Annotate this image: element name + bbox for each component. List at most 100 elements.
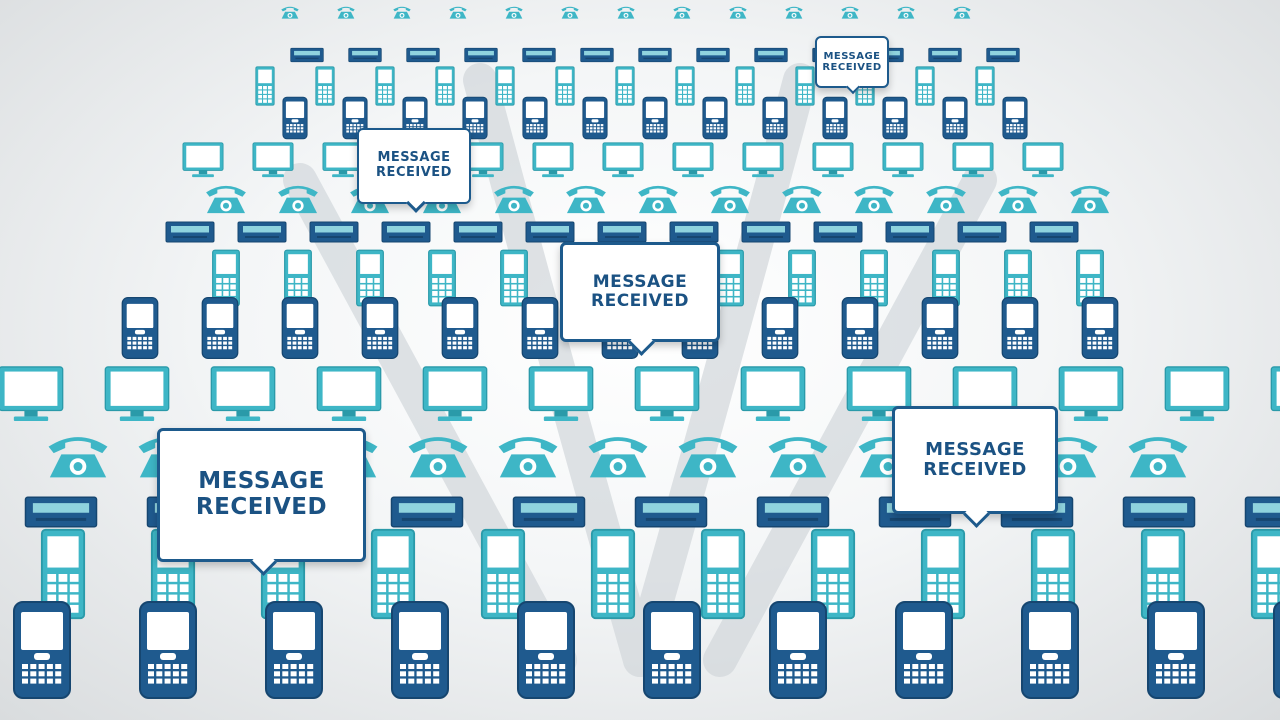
pager-icon xyxy=(579,47,614,63)
telephone-icon xyxy=(784,5,804,19)
message-line-2: RECEIVED xyxy=(195,494,328,520)
monitor-icon xyxy=(210,365,276,423)
smartphone-icon xyxy=(841,295,879,361)
telephone-icon xyxy=(560,5,580,19)
cell-phone-icon xyxy=(370,528,416,620)
telephone-icon xyxy=(204,182,248,214)
pager-icon xyxy=(463,47,498,63)
pager-icon xyxy=(164,221,216,243)
smartphone-icon xyxy=(642,595,702,705)
cell-phone-icon xyxy=(435,66,455,106)
cell-phone-icon xyxy=(714,249,746,307)
message-line-1: MESSAGE xyxy=(592,271,688,292)
telephone-icon xyxy=(616,5,636,19)
cell-phone-icon xyxy=(930,249,962,307)
telephone-icon xyxy=(728,5,748,19)
telephone-icon xyxy=(564,182,608,214)
cell-phone-icon xyxy=(920,528,966,620)
cell-phone-icon xyxy=(735,66,755,106)
cell-phone-icon xyxy=(675,66,695,106)
smartphone-icon xyxy=(462,96,488,140)
monitor-icon xyxy=(531,142,574,178)
pager-icon xyxy=(236,221,288,243)
smartphone-icon xyxy=(882,96,908,140)
pager-icon xyxy=(927,47,962,63)
message-bubble-upper-left: MESSAGE RECEIVED xyxy=(357,128,471,204)
pager-icon xyxy=(695,47,730,63)
cell-phone-icon xyxy=(700,528,746,620)
monitor-icon xyxy=(634,365,700,423)
smartphone-icon xyxy=(441,295,479,361)
pager-icon xyxy=(637,47,672,63)
pager-icon xyxy=(668,221,720,243)
monitor-icon xyxy=(316,365,382,423)
smartphone-icon xyxy=(138,595,198,705)
monitor-icon xyxy=(0,365,64,423)
smartphone-icon xyxy=(121,295,159,361)
smartphone-icon xyxy=(516,595,576,705)
smartphone-icon xyxy=(942,96,968,140)
smartphone-icon xyxy=(1272,595,1280,705)
message-line-1: MESSAGE xyxy=(823,50,881,62)
pager-icon xyxy=(380,221,432,243)
cell-phone-icon xyxy=(255,66,275,106)
cell-phone-icon xyxy=(1030,528,1076,620)
monitor-icon xyxy=(741,142,784,178)
cell-phone-icon xyxy=(495,66,515,106)
cell-phone-icon xyxy=(786,249,818,307)
message-line-2: RECEIVED xyxy=(923,459,1027,480)
smartphone-icon xyxy=(822,96,848,140)
message-bubble-far: MESSAGE RECEIVED xyxy=(815,36,889,88)
telephone-icon xyxy=(336,5,356,19)
smartphone-icon xyxy=(1002,96,1028,140)
monitor-icon xyxy=(671,142,714,178)
telephone-icon xyxy=(896,5,916,19)
smartphone-icon xyxy=(642,96,668,140)
smartphone-icon xyxy=(361,295,399,361)
smartphone-icon xyxy=(1081,295,1119,361)
cell-phone-icon xyxy=(795,66,815,106)
message-line-1: MESSAGE xyxy=(925,438,1025,460)
message-line-1: MESSAGE xyxy=(377,150,451,166)
telephone-icon xyxy=(406,431,470,479)
smartphone-icon xyxy=(1020,595,1080,705)
smartphone-icon xyxy=(281,295,319,361)
telephone-icon xyxy=(766,431,830,479)
message-line-1: MESSAGE xyxy=(198,468,325,495)
telephone-icon xyxy=(708,182,752,214)
pager-icon xyxy=(1028,221,1080,243)
telephone-icon xyxy=(852,182,896,214)
message-bubble-front-left: MESSAGE RECEIVED xyxy=(157,428,366,562)
pager-icon xyxy=(740,221,792,243)
smartphone-icon xyxy=(264,595,324,705)
pager-icon xyxy=(405,47,440,63)
monitor-icon xyxy=(811,142,854,178)
cell-phone-icon xyxy=(590,528,636,620)
telephone-icon xyxy=(504,5,524,19)
smartphone-icon xyxy=(12,595,72,705)
cell-phone-icon xyxy=(915,66,935,106)
pager-icon xyxy=(884,221,936,243)
telephone-icon xyxy=(676,431,740,479)
telephone-icon xyxy=(280,5,300,19)
monitor-icon xyxy=(1021,142,1064,178)
pager-icon xyxy=(452,221,504,243)
message-bubble-center: MESSAGE RECEIVED xyxy=(560,242,720,342)
telephone-icon xyxy=(496,431,560,479)
telephone-icon xyxy=(1126,431,1190,479)
message-bubble-right: MESSAGE RECEIVED xyxy=(892,406,1058,514)
cell-phone-icon xyxy=(498,249,530,307)
telephone-icon xyxy=(780,182,824,214)
pager-icon xyxy=(812,221,864,243)
smartphone-icon xyxy=(921,295,959,361)
telephone-icon xyxy=(46,431,110,479)
smartphone-icon xyxy=(768,595,828,705)
telephone-icon xyxy=(952,5,972,19)
smartphone-icon xyxy=(894,595,954,705)
cell-phone-icon xyxy=(615,66,635,106)
monitor-icon xyxy=(881,142,924,178)
message-line-2: RECEIVED xyxy=(376,165,452,180)
pager-icon xyxy=(347,47,382,63)
